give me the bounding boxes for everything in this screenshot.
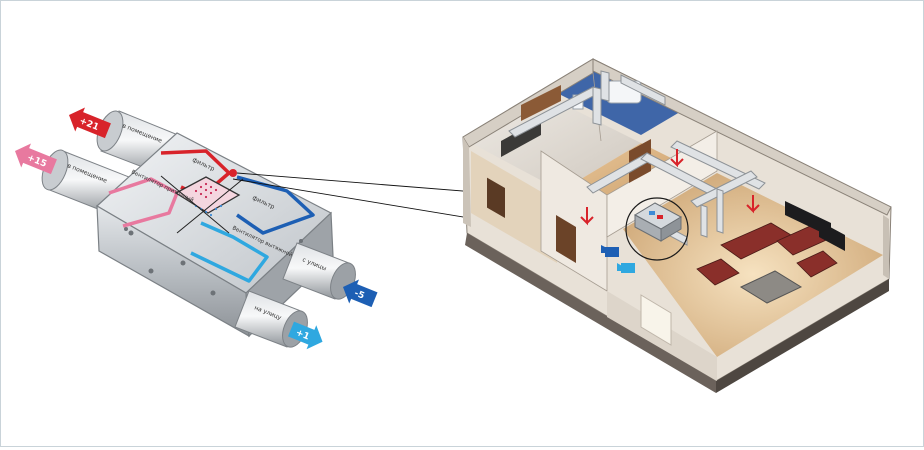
apartment-cutaway	[463, 59, 891, 393]
zoom-anchor-dot	[229, 169, 237, 177]
heat-recovery-unit: в помещение в помещение	[10, 103, 379, 354]
pipe-to-street: на улицу	[235, 291, 312, 351]
